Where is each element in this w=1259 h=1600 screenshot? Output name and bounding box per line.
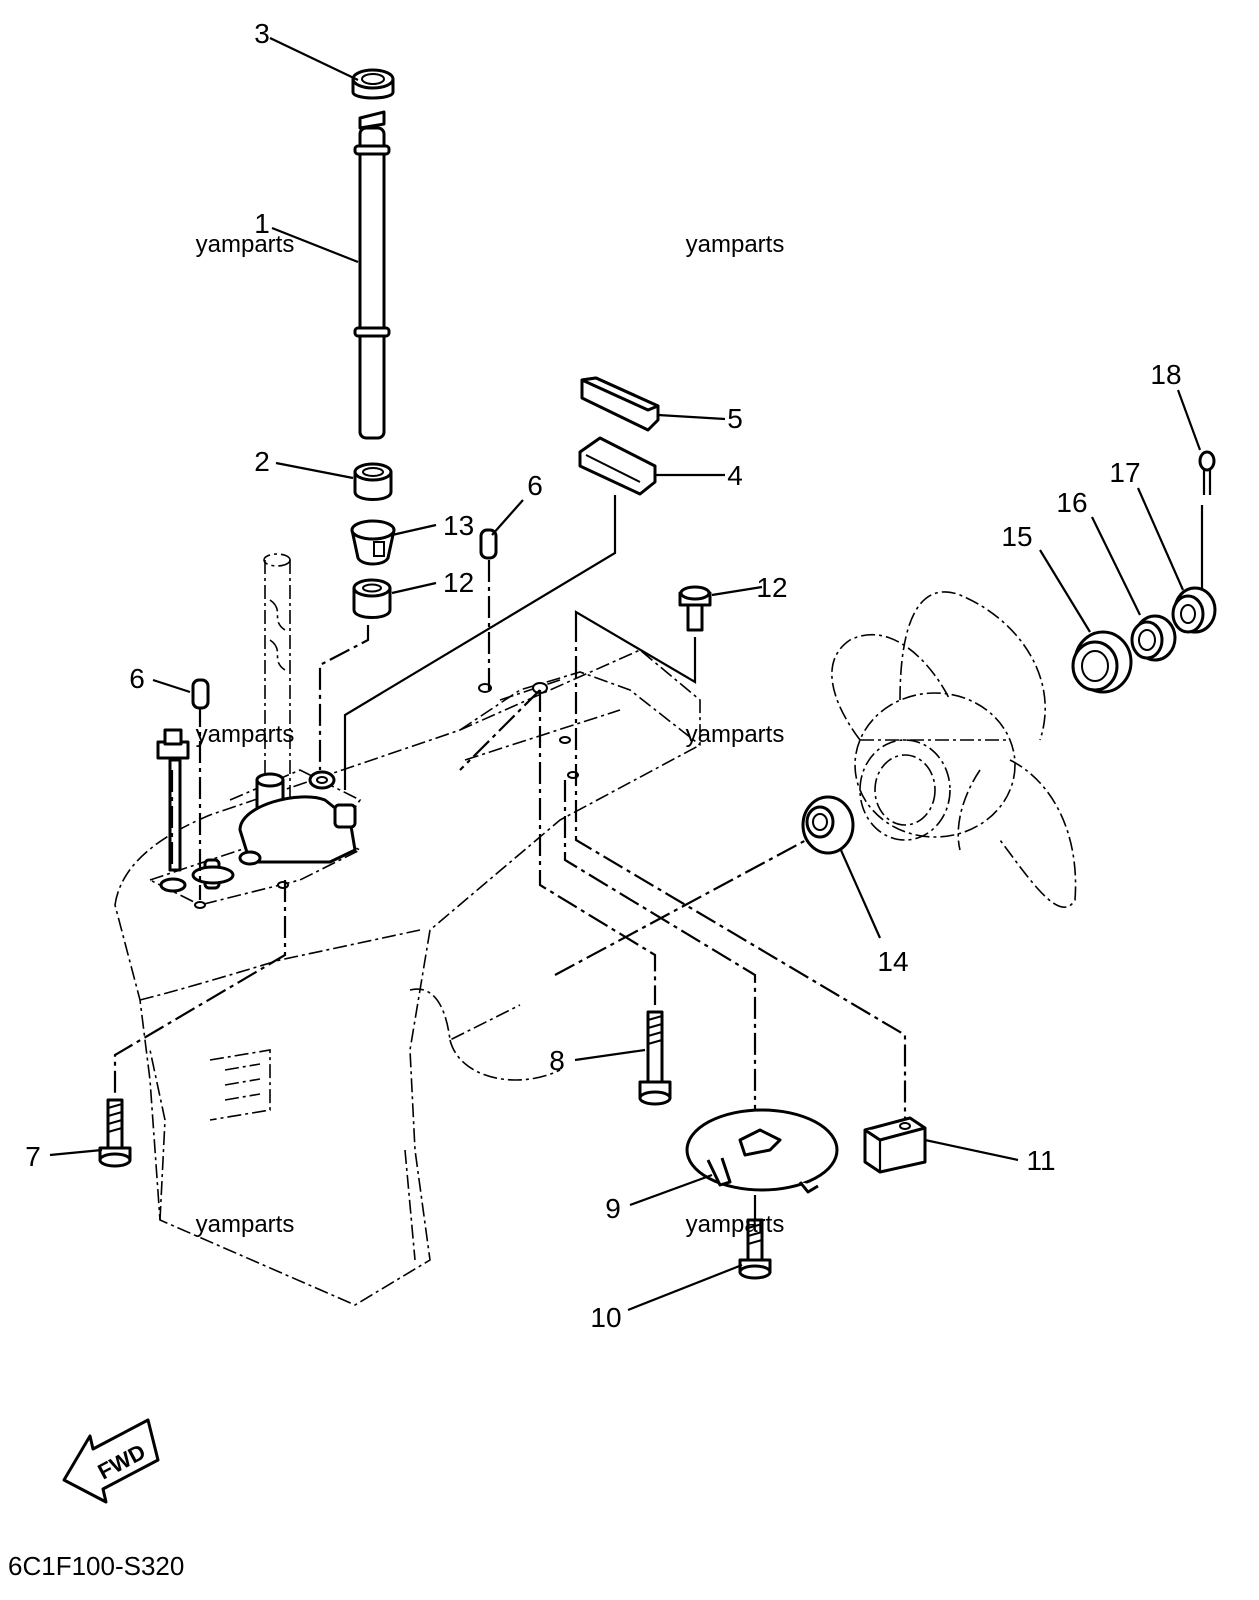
- part-4-grommet: [578, 436, 657, 496]
- callout-3: 3: [254, 18, 270, 49]
- watermark: yamparts: [686, 1211, 785, 1238]
- part-8-bolt: [638, 1010, 672, 1106]
- callout-7: 7: [25, 1141, 41, 1172]
- callout-9: 9: [605, 1193, 621, 1224]
- watermark: yamparts: [686, 231, 785, 258]
- callout-5: 5: [727, 403, 743, 434]
- callout-6a: 6: [527, 470, 543, 501]
- callout-12: 12: [756, 572, 787, 603]
- callout-15: 14: [877, 946, 908, 977]
- part-11-anode: [863, 1116, 927, 1174]
- watermark: yamparts: [686, 721, 785, 748]
- part-1-drive-shaft: [353, 110, 391, 440]
- callout-11: 11: [1026, 1145, 1055, 1176]
- part-6-dowel-pin: [191, 528, 498, 710]
- callout-8: 8: [549, 1045, 565, 1076]
- callout-13: 12: [443, 567, 474, 598]
- part-17-spacer: [1130, 614, 1177, 662]
- part-16-oil-seal: [1071, 630, 1133, 694]
- part-13-collar: [352, 578, 392, 619]
- part-10-bolt: [738, 1218, 772, 1280]
- part-7-bolt: [98, 1098, 132, 1168]
- part-5-grommet: [580, 376, 660, 432]
- callout-1: 1: [254, 208, 270, 239]
- callout-19: 18: [1150, 359, 1181, 390]
- watermark: yamparts: [196, 231, 295, 258]
- callout-2: 2: [254, 446, 270, 477]
- part-9-trim-tab: [685, 1108, 839, 1194]
- part-18-nut: [1171, 586, 1217, 634]
- drawing-code: 6C1F100-S320: [8, 1551, 184, 1581]
- callout-17: 16: [1056, 487, 1087, 518]
- callout-numbers: 3 1 2 13 12 5 4 6 6 12 15 16 17 18 14 8 …: [25, 18, 1181, 1333]
- leader-lines: [49, 37, 1202, 1312]
- part-15-thrust-washer: [801, 795, 855, 855]
- watermarks: yamparts yamparts yamparts yamparts yamp…: [196, 231, 785, 1238]
- part-2-bushing: [353, 462, 393, 501]
- callout-10: 10: [590, 1302, 621, 1333]
- callout-6b: 6: [129, 663, 145, 694]
- watermark: yamparts: [196, 721, 295, 748]
- fwd-arrow-icon: FWD: [62, 1418, 160, 1504]
- callout-16: 15: [1001, 521, 1032, 552]
- callout-4: 4: [727, 460, 743, 491]
- part-3-bushing: [351, 68, 395, 100]
- part-14-cup: [350, 519, 396, 566]
- callout-14: 13: [443, 510, 474, 541]
- part-19-cotter-pin: [1198, 450, 1216, 590]
- assembly-lines: [113, 560, 907, 1145]
- casing-top-details: [156, 682, 579, 909]
- watermark: yamparts: [196, 1211, 295, 1238]
- part-12-bolt: [678, 585, 712, 632]
- propeller-outline: [831, 591, 1077, 908]
- callout-18: 17: [1109, 457, 1140, 488]
